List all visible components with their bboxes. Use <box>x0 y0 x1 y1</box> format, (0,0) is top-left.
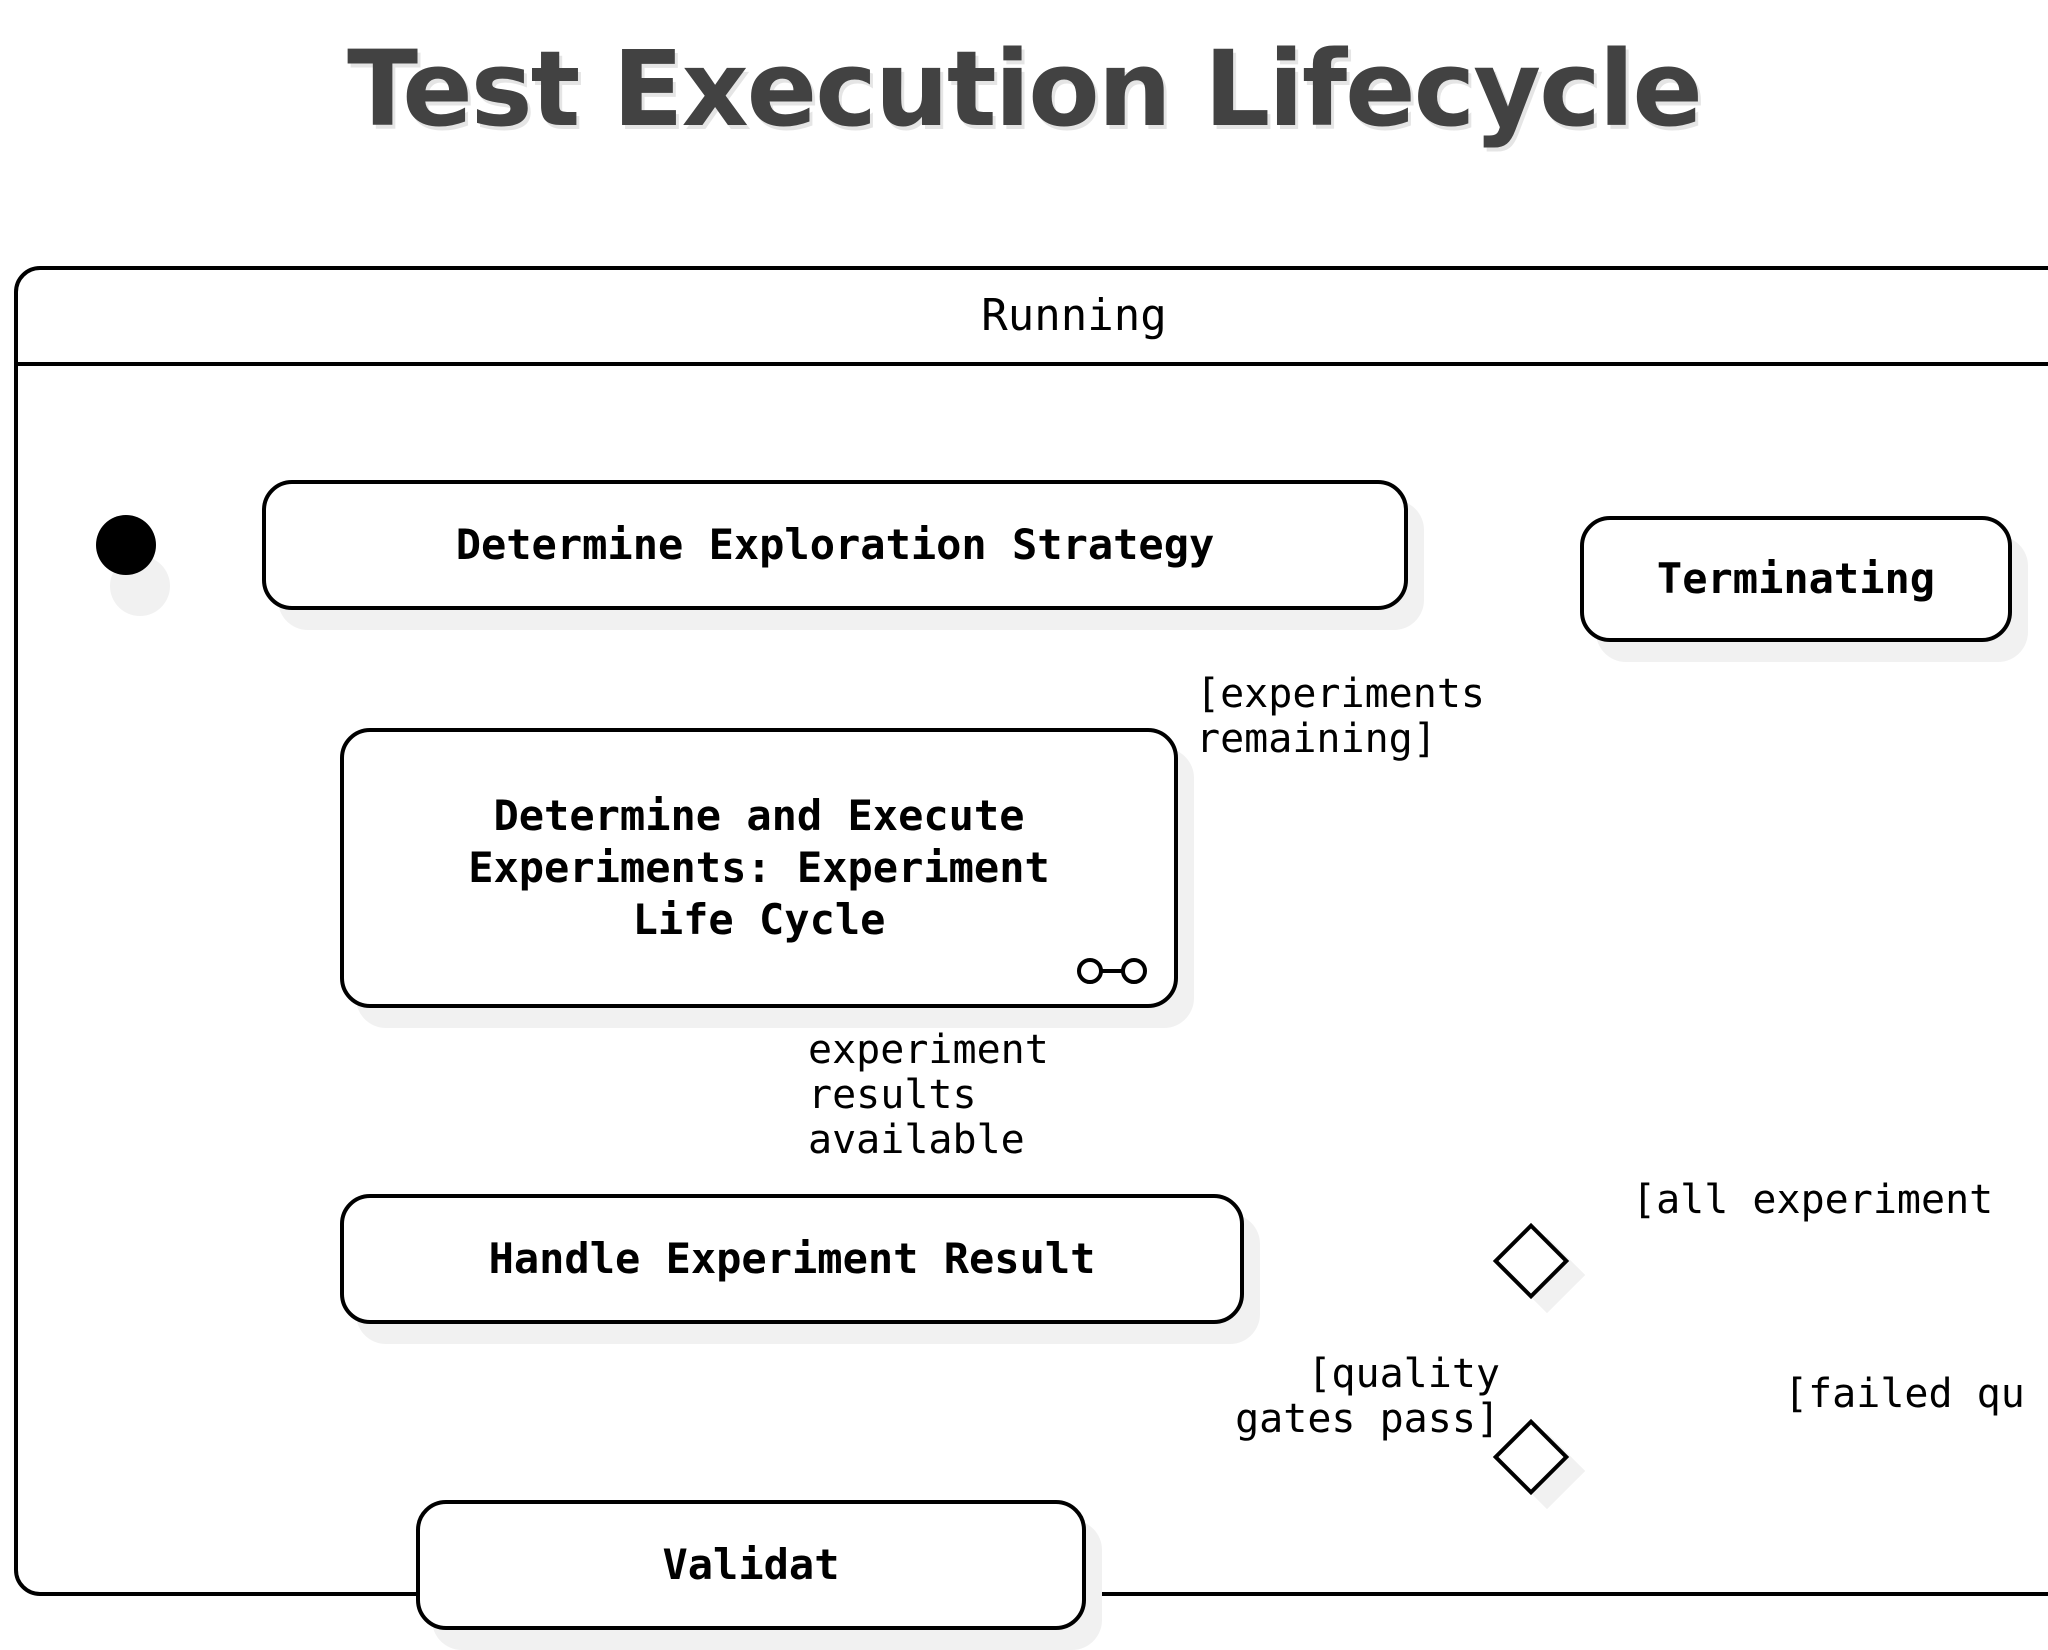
state-validate[interactable]: Validat <box>416 1500 1086 1630</box>
state-terminating[interactable]: Terminating <box>1580 516 2012 642</box>
state-handle-experiment-result[interactable]: Handle Experiment Result <box>340 1194 1244 1324</box>
state-label-determine-and-execute-experiments: Determine and Execute Experiments: Exper… <box>468 790 1050 945</box>
region-divider <box>18 362 2048 366</box>
state-label-handle-experiment-result: Handle Experiment Result <box>488 1233 1096 1283</box>
edge-label-all-experiments: [all experiment <box>1632 1177 1994 1223</box>
edge-label-experiments-remaining: [experiments remaining] <box>1196 671 1485 762</box>
state-label-validate: Validat <box>662 1539 840 1589</box>
page-title: Test Execution Lifecycle <box>347 28 1703 150</box>
state-label-determine-exploration-strategy: Determine Exploration Strategy <box>455 519 1215 569</box>
edge-label-failed-quality: [failed qu <box>1784 1371 2025 1417</box>
submachine-icon <box>1077 958 1147 984</box>
state-label-terminating: Terminating <box>1656 553 1936 603</box>
state-determine-and-execute-experiments[interactable]: Determine and Execute Experiments: Exper… <box>340 728 1178 1008</box>
edge-label-quality-gates-pass: [quality gates pass] <box>1235 1351 1500 1442</box>
edge-label-experiment-results-available: experiment results available <box>808 1027 1049 1163</box>
initial-pseudostate[interactable] <box>96 515 156 575</box>
state-determine-exploration-strategy[interactable]: Determine Exploration Strategy <box>262 480 1408 610</box>
diagram-canvas: Test Execution Lifecycle <box>14 28 2048 1650</box>
region-title-running: Running <box>981 290 1167 341</box>
